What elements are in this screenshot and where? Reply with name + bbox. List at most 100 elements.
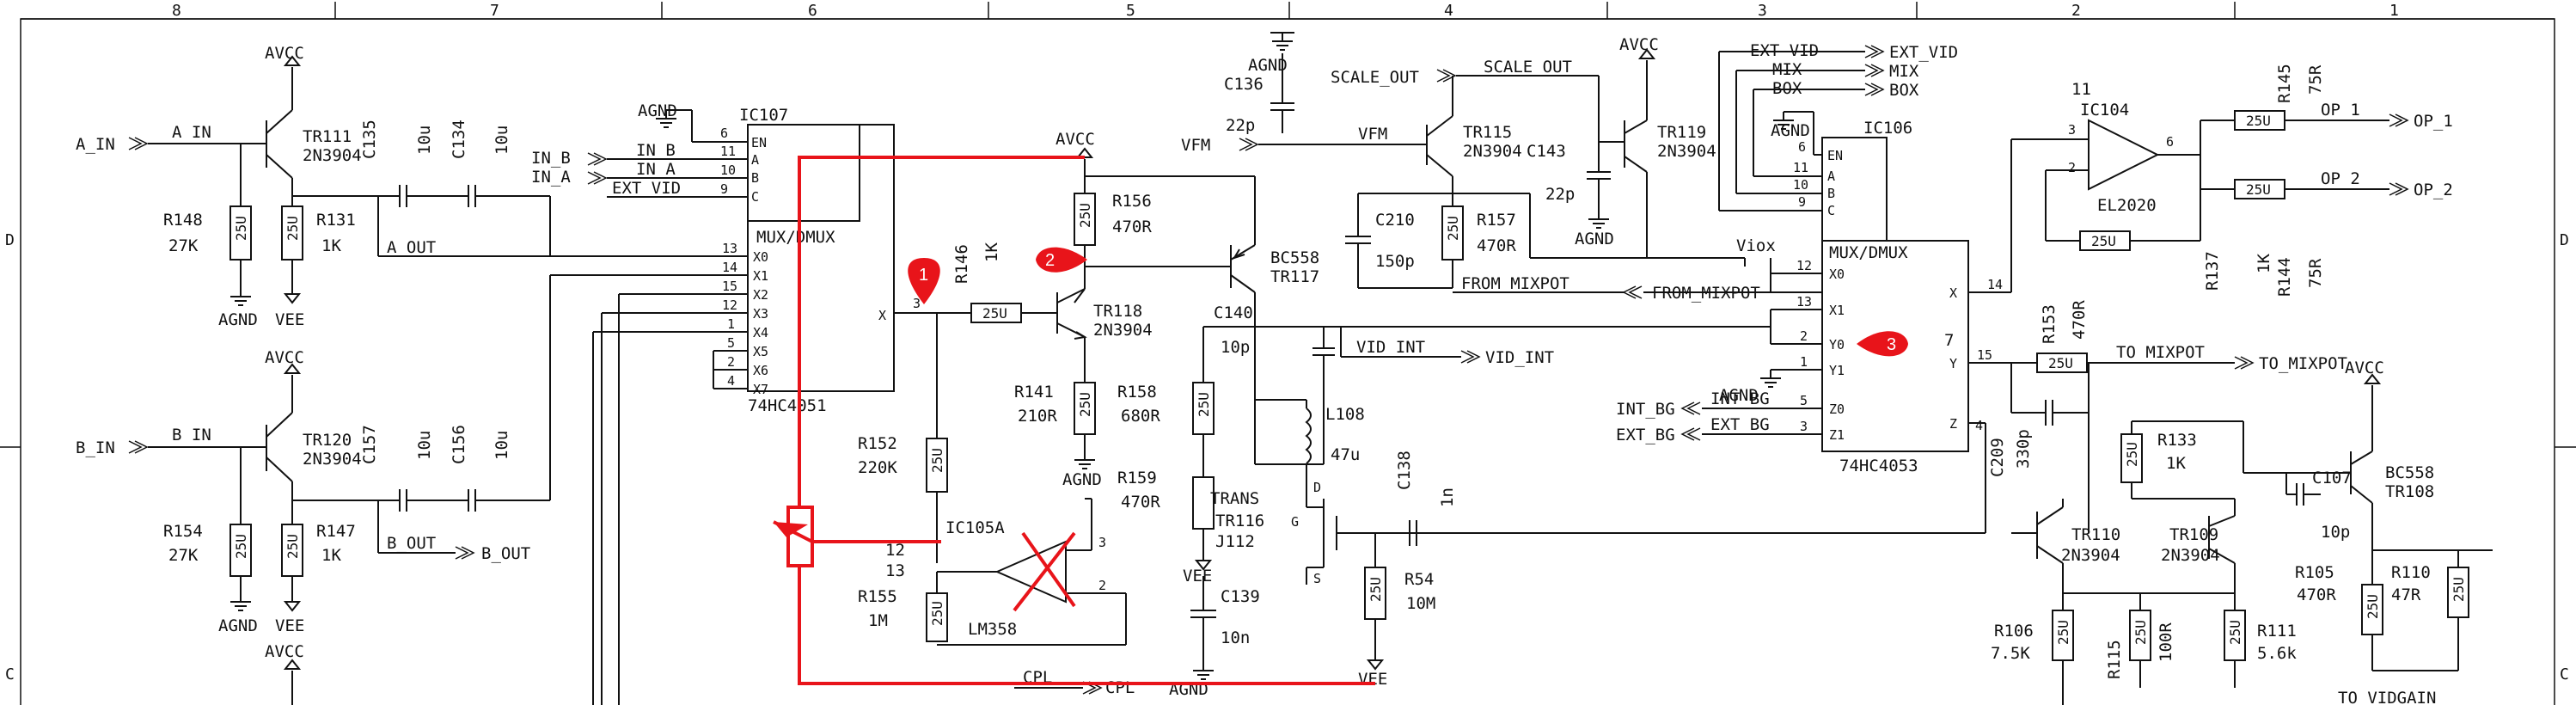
r147-ref: R147 xyxy=(316,522,356,541)
ic107-x3-name: X3 xyxy=(753,306,768,322)
ic107-x3-num: 12 xyxy=(722,297,737,313)
ic107-in-a-port: IN_A xyxy=(531,168,571,187)
r158-value: 680R xyxy=(1121,407,1160,426)
r137-box-label: 25U xyxy=(2091,233,2116,249)
ic106-note-y: 7 xyxy=(1944,331,1954,350)
a-in-net-label: A IN xyxy=(172,123,211,142)
r131-ref: R131 xyxy=(316,211,356,230)
c107-ref: C107 xyxy=(2312,469,2352,487)
marker-3-label: 3 xyxy=(1887,335,1896,354)
ic104-pin2: 2 xyxy=(2068,160,2076,175)
ic106-z1-num: 3 xyxy=(1800,419,1808,434)
channel-b-buffer: B_IN B IN AVCC TR120 2N3904 25U AGND R15… xyxy=(76,274,748,705)
tr118-ref: TR118 xyxy=(1093,302,1142,321)
vid-int-net-label: VID INT xyxy=(1356,338,1425,357)
tr109-part: 2N3904 xyxy=(2161,546,2220,565)
ic107-out-name: X xyxy=(878,308,886,323)
r111-ref: R111 xyxy=(2257,622,2297,641)
tr120-part: 2N3904 xyxy=(303,450,362,469)
frame-row-d-right: D xyxy=(2560,231,2569,249)
red-annotation-overlay: 1 2 3 xyxy=(773,156,1908,685)
tr116-source-label: S xyxy=(1313,571,1321,586)
c134-value: 10u xyxy=(493,126,511,155)
r141-box-label: 25U xyxy=(1077,392,1093,417)
ic106-en-num: 6 xyxy=(1798,139,1806,155)
top-avcc-label: AVCC xyxy=(1619,35,1659,54)
from-mixpot-port-label: FROM_MIXPOT xyxy=(1652,284,1760,303)
c139-value: 10n xyxy=(1221,628,1250,647)
ic106-en-name: EN xyxy=(1827,148,1843,163)
ic106-ext-vid-port: EXT_VID xyxy=(1889,43,1958,62)
l108-ref: L108 xyxy=(1325,405,1365,424)
vfm-port-label: VFM xyxy=(1181,136,1210,155)
ic107-in-b-port: IN_B xyxy=(531,149,571,168)
c210-ref: C210 xyxy=(1375,211,1415,230)
r106-resistor xyxy=(2052,610,2074,661)
marker-1-label: 1 xyxy=(919,266,928,285)
r131-box-label: 25U xyxy=(285,216,301,241)
c136-ref: C136 xyxy=(1224,75,1264,94)
ic106-xo-name: X xyxy=(1949,285,1957,301)
a-avcc-label: AVCC xyxy=(265,44,304,63)
ic106-y0-num: 2 xyxy=(1800,328,1808,344)
ic107-pin-b-num: 10 xyxy=(720,162,736,178)
c135-ref: C135 xyxy=(360,120,379,159)
ic106-zo-name: Z xyxy=(1949,416,1957,432)
r148-value: 27K xyxy=(168,236,199,255)
c135-value: 10u xyxy=(415,126,434,155)
ic105a-ref: IC105A xyxy=(945,518,1005,537)
r137-value: 1K xyxy=(2255,254,2273,273)
tr108-part: BC558 xyxy=(2385,463,2434,482)
tr115-ref: TR115 xyxy=(1463,123,1512,142)
to-mixpot-net-label: TO MIXPOT xyxy=(2116,343,2205,362)
marker-1: 1 xyxy=(908,258,940,304)
r152-ref: R152 xyxy=(858,434,897,453)
marker-2-label: 2 xyxy=(1045,251,1055,270)
ic107-in-a-net: IN A xyxy=(636,160,676,179)
c156-value: 10u xyxy=(493,431,511,460)
ic107-in-b-net: IN B xyxy=(636,141,676,160)
ic106-y1-name: Y1 xyxy=(1829,363,1845,378)
r131-value: 1K xyxy=(321,236,341,255)
mid-agnd-label: AGND xyxy=(1062,470,1102,489)
tr116-gate-label: G xyxy=(1291,514,1299,530)
ic106-note-x: Viox xyxy=(1736,236,1776,255)
frame-col-2: 2 xyxy=(2071,2,2081,20)
r111-box-label: 25U xyxy=(2227,620,2243,645)
r154-box-label: 25U xyxy=(233,534,249,559)
a-out-label: A_OUT xyxy=(387,238,436,257)
c139-ref: C139 xyxy=(1221,587,1260,606)
ic107-pin-b-name: B xyxy=(751,170,759,186)
vfm-net-label: VFM xyxy=(1358,125,1387,144)
c138-ref: C138 xyxy=(1395,451,1414,490)
r155-ref: R155 xyxy=(858,587,897,606)
ext-bg-port-label: EXT_BG xyxy=(1616,426,1675,444)
ic105a-note2: 13 xyxy=(885,561,905,580)
frame-col-4: 4 xyxy=(1444,2,1453,20)
ic106-a-name: A xyxy=(1827,169,1835,184)
r54-resistor xyxy=(1364,567,1386,620)
frame-col-1: 1 xyxy=(2389,2,2399,20)
op2-net-label: OP 2 xyxy=(2321,169,2360,188)
ic107-pin-a-num: 11 xyxy=(720,144,736,159)
r159-ref: R159 xyxy=(1117,469,1157,487)
ic106-y1-num: 1 xyxy=(1800,354,1808,370)
b-avcc-label: AVCC xyxy=(265,348,304,367)
tr111-part: 2N3904 xyxy=(303,146,362,165)
ic107-x1-num: 14 xyxy=(722,260,737,275)
b-in-net-label: B IN xyxy=(172,426,211,444)
ic106-z0-num: 5 xyxy=(1800,393,1808,408)
ic106-mix-port: MIX xyxy=(1889,62,1919,81)
ic105a-note1: 12 xyxy=(885,541,905,560)
frame-col-3: 3 xyxy=(1758,2,1767,20)
r156-ref: R156 xyxy=(1112,192,1152,211)
scale-out-net-label: SCALE OUT xyxy=(1484,58,1572,77)
to-mixpot-port-label: TO_MIXPOT xyxy=(2259,354,2347,373)
ic106-b-num: 10 xyxy=(1793,177,1808,193)
ic107-x6-num: 2 xyxy=(727,354,735,370)
ic106-zo-num: 4 xyxy=(1975,418,1983,433)
r145-box-label: 25U xyxy=(2246,113,2271,129)
r147-resistor xyxy=(281,524,303,577)
b-out-net-label: B_OUT xyxy=(387,534,436,553)
